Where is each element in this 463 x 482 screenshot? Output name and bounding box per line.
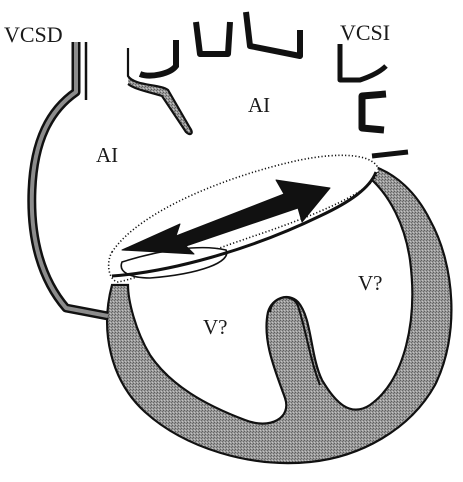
label-vcsd: VCSD [4, 22, 63, 47]
label-v-left: V? [203, 315, 228, 339]
label-v-right: V? [358, 271, 383, 295]
label-ai-left: AI [96, 143, 118, 167]
vessel-stub-left-cap [140, 40, 176, 76]
vessel-stub-left [128, 48, 192, 134]
label-vcsi: VCSI [340, 20, 390, 45]
vessel-stub-right [246, 12, 300, 56]
vessel-stub-mid [196, 22, 230, 54]
right-atrium-wall [32, 42, 108, 316]
vcsi-vessel [340, 44, 386, 80]
label-ai-top: AI [248, 93, 270, 117]
la-right-wall [372, 152, 408, 156]
pulmonary-vein-stub [362, 94, 386, 130]
